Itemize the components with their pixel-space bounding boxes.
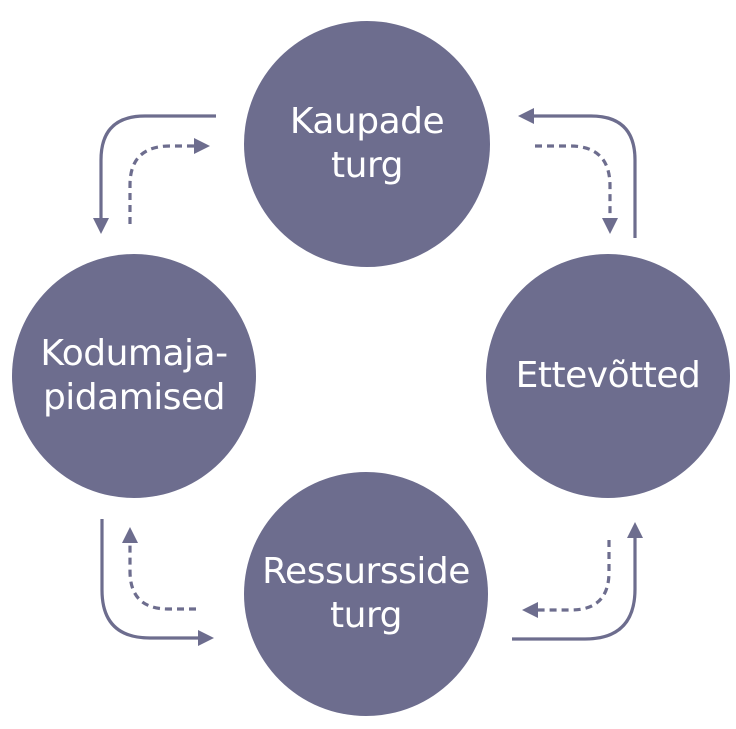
node-firms: Ettevõtted [486,254,730,498]
arrow-top-to-left-solid [93,114,216,234]
node-goods-market-line-2: turg [331,145,403,186]
node-households-line-1: Kodumaja- [40,333,228,375]
arrow-bottom-to-left-dashed [122,527,196,611]
node-goods-market-line-1: Kaupade [289,101,445,143]
node-firms-line-1: Ettevõtted [515,355,701,397]
arrow-right-to-top-solid [518,108,637,238]
node-resource-market-line-2: turg [330,595,402,636]
arrow-left-to-bottom-solid [100,519,214,646]
arrow-bottom-to-right-solid [512,522,643,641]
node-resource-market-line-1: Ressursside [262,551,470,593]
node-goods-market: Kaupade turg [244,21,490,267]
node-resource-market: Ressursside turg [244,472,488,716]
node-households-line-2: pidamised [42,377,226,418]
node-households: Kodumaja- pidamised [12,254,256,498]
arrow-left-to-top-dashed [128,138,210,224]
arrow-top-to-right-dashed [535,144,618,234]
arrow-right-to-bottom-dashed [522,540,611,618]
